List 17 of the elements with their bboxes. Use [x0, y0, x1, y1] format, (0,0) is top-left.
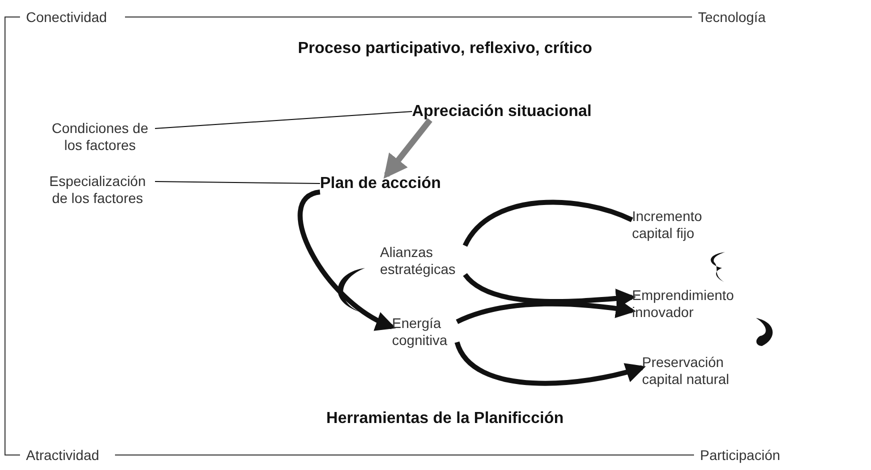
arrow	[454, 341, 646, 386]
node-label: Apreciación situacional	[412, 103, 592, 120]
arrow	[298, 190, 396, 330]
caption: Herramientas de la Planificción	[325, 410, 565, 428]
connector-line	[462, 200, 633, 247]
arrow	[384, 118, 432, 179]
node-label: Energía cognitiva	[392, 315, 457, 349]
node-label: Incremento capital fijo	[632, 208, 727, 242]
node-label: Plan de accción	[320, 175, 441, 192]
connector-line	[154, 181, 320, 184]
node-label: Preservación capital natural	[642, 354, 757, 388]
node-label: Emprendimiento innovador	[632, 287, 757, 321]
connector-line	[154, 111, 412, 129]
title: Proceso participativo, reflexivo, crítico	[296, 40, 594, 58]
node-label: Especialización de los factores	[40, 173, 155, 207]
node-label: Alianzas estratégicas	[380, 244, 465, 278]
node-label: Condiciones de los factores	[45, 120, 155, 154]
